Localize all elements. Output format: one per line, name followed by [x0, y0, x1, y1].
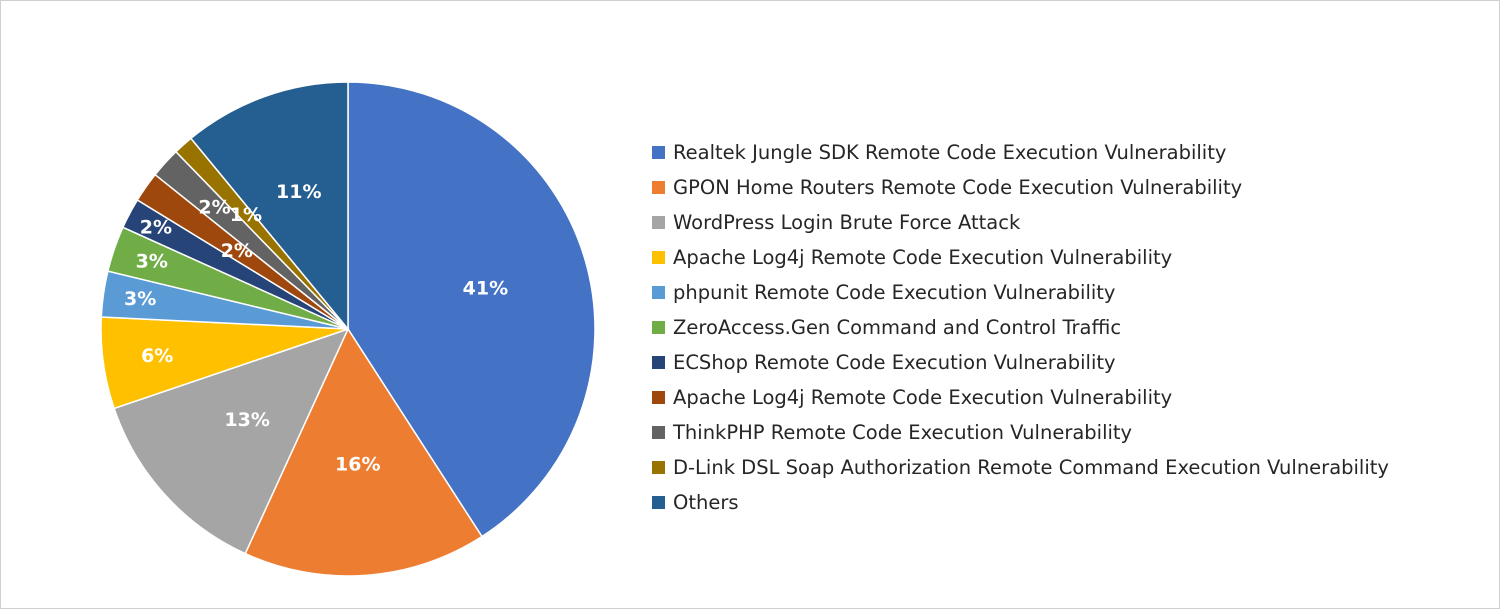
legend-label: ThinkPHP Remote Code Execution Vulnerabi… [673, 421, 1133, 444]
pie-slice-11 [189, 81, 349, 332]
pie-slice-2 [244, 327, 483, 577]
legend-label: phpunit Remote Code Execution Vulnerabil… [673, 281, 1116, 304]
legend-swatch [652, 461, 665, 474]
legend-item: phpunit Remote Code Execution Vulnerabil… [652, 275, 1389, 310]
legend-item: Realtek Jungle SDK Remote Code Execution… [652, 135, 1389, 170]
pie-data-label-6: 3% [136, 251, 168, 273]
legend-swatch [652, 426, 665, 439]
legend-swatch [652, 391, 665, 404]
pie-data-label-9: 2% [198, 197, 230, 219]
pie-data-label-2: 16% [335, 453, 380, 475]
pie-data-label-8: 2% [221, 240, 253, 262]
pie-data-labels: 41%16%13%6%3%3%2%2%2%1%11% [124, 181, 508, 476]
legend-label: Apache Log4j Remote Code Execution Vulne… [673, 246, 1173, 269]
legend-swatch [652, 356, 665, 369]
pie-data-label-4: 6% [141, 345, 173, 367]
legend-label: Apache Log4j Remote Code Execution Vulne… [673, 386, 1173, 409]
legend-label: ZeroAccess.Gen Command and Control Traff… [673, 316, 1122, 339]
pie-data-label-10: 1% [230, 204, 262, 226]
legend-label: Realtek Jungle SDK Remote Code Execution… [673, 141, 1227, 164]
legend-item: Apache Log4j Remote Code Execution Vulne… [652, 380, 1389, 415]
legend: Realtek Jungle SDK Remote Code Execution… [652, 135, 1389, 520]
legend-swatch [652, 286, 665, 299]
legend-swatch [652, 216, 665, 229]
legend-swatch [652, 181, 665, 194]
legend-item: ZeroAccess.Gen Command and Control Traff… [652, 310, 1389, 345]
pie-data-label-3: 13% [224, 409, 269, 431]
legend-label: GPON Home Routers Remote Code Execution … [673, 176, 1243, 199]
pie-data-label-1: 41% [463, 278, 508, 300]
pie-data-label-11: 11% [276, 181, 321, 203]
legend-item: ThinkPHP Remote Code Execution Vulnerabi… [652, 415, 1389, 450]
pie-slice-3 [113, 327, 350, 555]
pie-slices [100, 81, 596, 577]
legend-item: Apache Log4j Remote Code Execution Vulne… [652, 240, 1389, 275]
legend-label: WordPress Login Brute Force Attack [673, 211, 1021, 234]
pie-data-label-7: 2% [140, 216, 172, 238]
legend-item: ECShop Remote Code Execution Vulnerabili… [652, 345, 1389, 380]
legend-swatch [652, 146, 665, 159]
legend-label: ECShop Remote Code Execution Vulnerabili… [673, 351, 1116, 374]
legend-item: WordPress Login Brute Force Attack [652, 205, 1389, 240]
pie-data-label-5: 3% [124, 288, 156, 310]
legend-label: Others [673, 491, 739, 514]
legend-swatch [652, 251, 665, 264]
legend-label: D-Link DSL Soap Authorization Remote Com… [673, 456, 1389, 479]
legend-swatch [652, 321, 665, 334]
legend-item: GPON Home Routers Remote Code Execution … [652, 170, 1389, 205]
legend-item: D-Link DSL Soap Authorization Remote Com… [652, 450, 1389, 485]
pie-slice-1 [347, 81, 596, 538]
legend-swatch [652, 496, 665, 509]
legend-item: Others [652, 485, 1389, 520]
